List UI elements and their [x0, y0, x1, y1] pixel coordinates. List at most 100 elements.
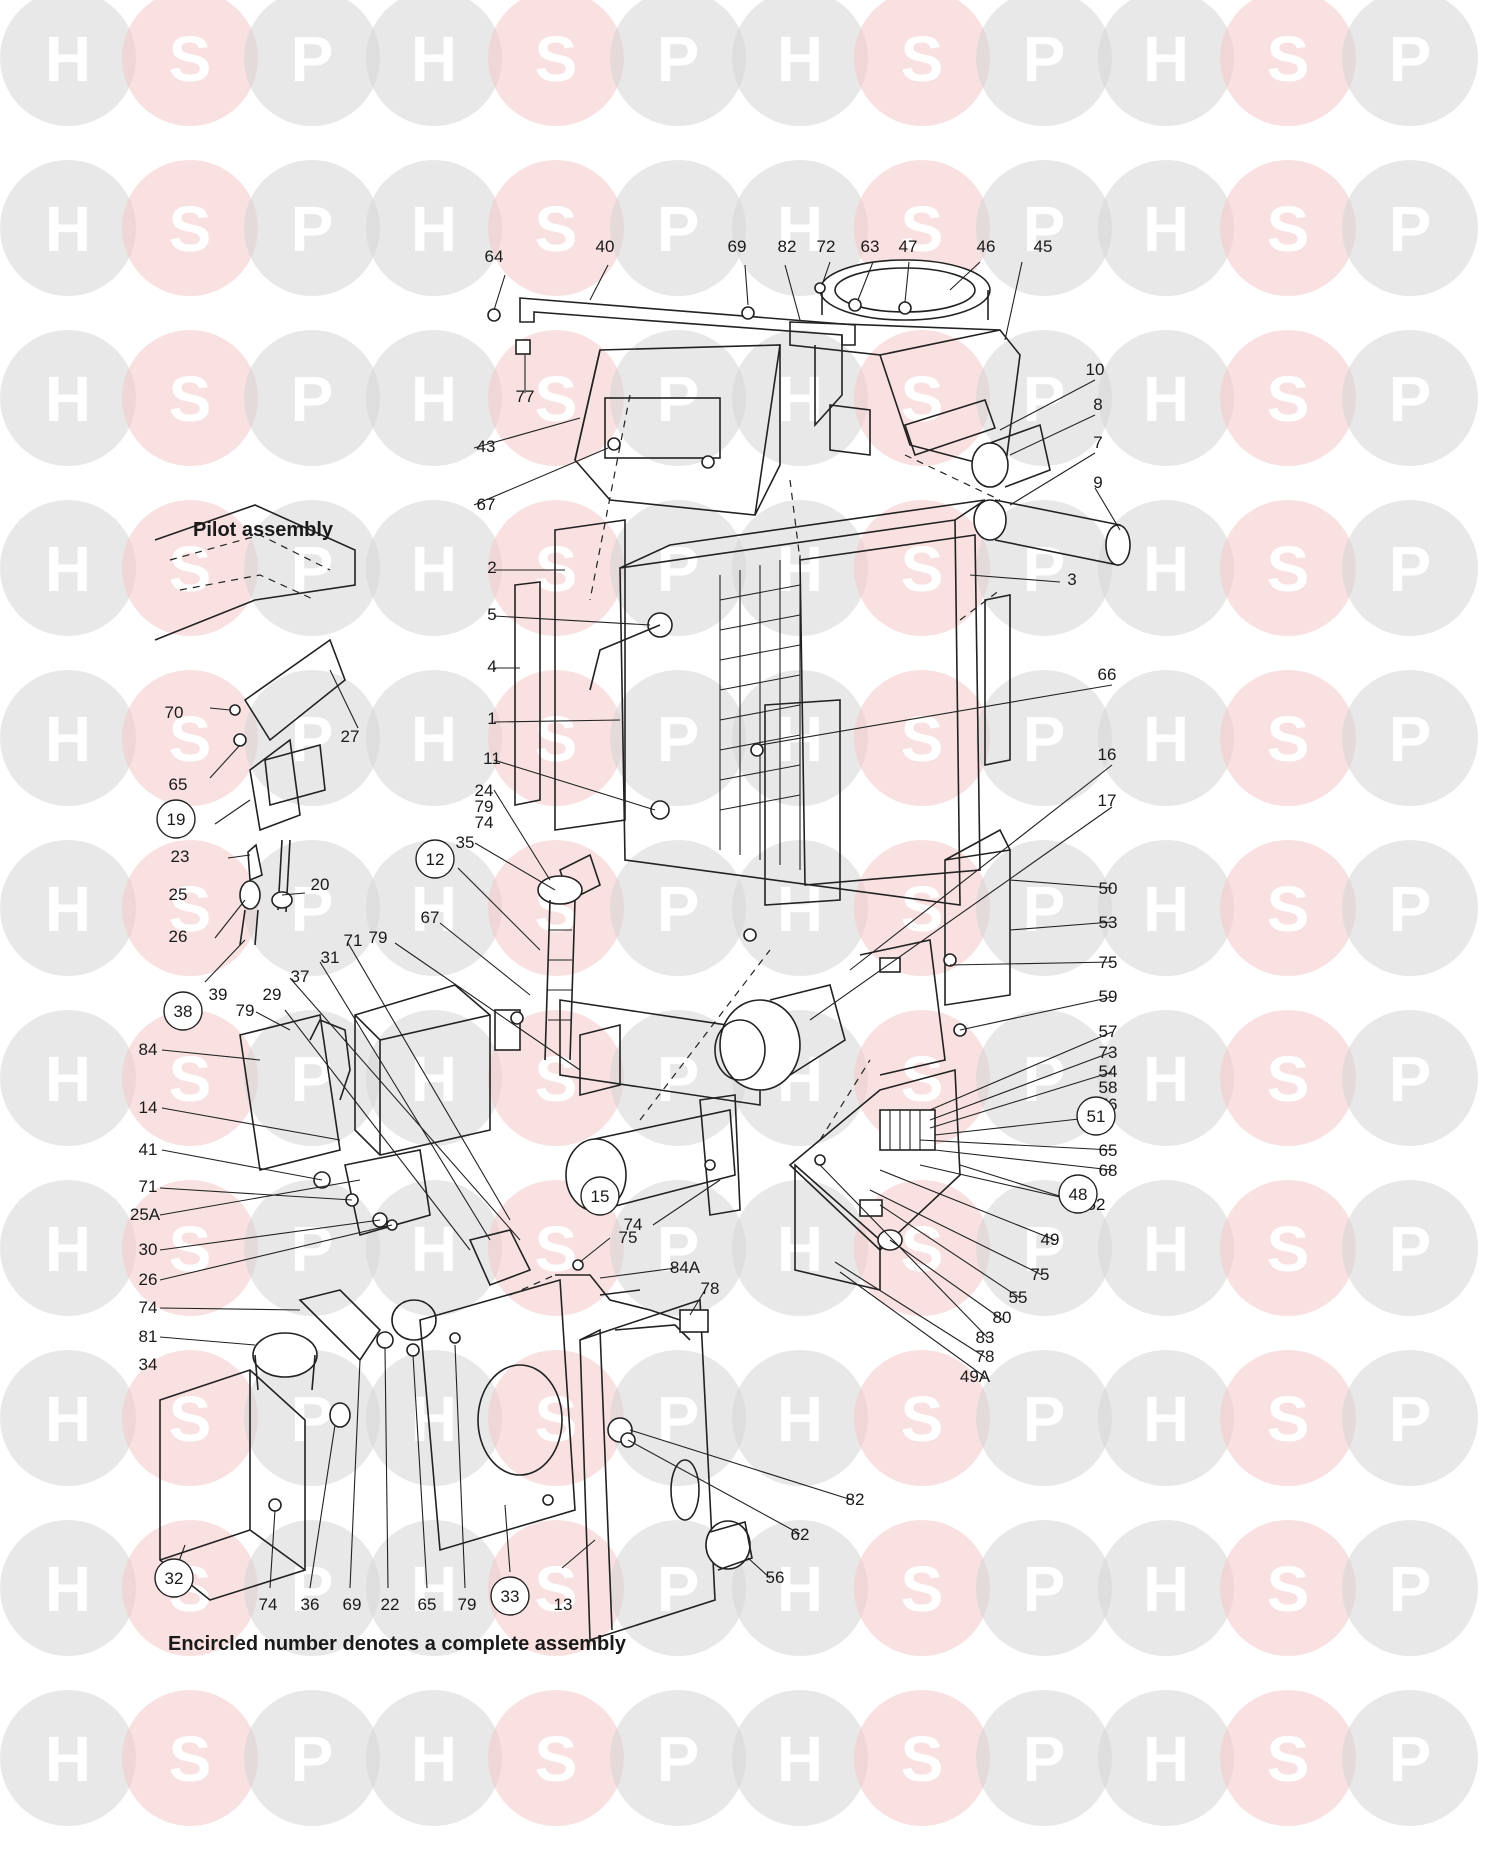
part-label-46: 46	[977, 237, 996, 256]
watermark-letter: P	[657, 1213, 700, 1285]
watermark-circle	[1098, 1520, 1234, 1656]
screw-47-icon	[898, 301, 912, 315]
governor-30	[344, 1149, 431, 1237]
part-label-72: 72	[817, 237, 836, 256]
part-label-67a: 67	[477, 495, 496, 514]
part-label-71a: 71	[344, 931, 363, 950]
assembly-footnote: Encircled number denotes a complete asse…	[168, 1633, 627, 1655]
watermark-letter: P	[1389, 363, 1432, 435]
watermark-letter: H	[777, 1553, 823, 1625]
fin-pattern	[719, 555, 801, 870]
part-label-69a: 69	[728, 237, 747, 256]
watermark-circle	[122, 500, 258, 636]
watermark-letter: S	[169, 23, 212, 95]
part-label-62: 62	[791, 1525, 810, 1544]
watermark-circle	[732, 840, 868, 976]
watermark-circle	[366, 0, 502, 126]
watermark-letter: S	[535, 1723, 578, 1795]
watermark-letter: P	[1023, 1213, 1066, 1285]
part-label-23: 23	[171, 847, 190, 866]
watermark-letter: P	[291, 363, 334, 435]
watermark-circle	[976, 160, 1112, 296]
screw-75-icon	[943, 953, 957, 967]
watermark-circle	[488, 160, 624, 296]
watermark-circle	[244, 1520, 380, 1656]
burner-bracket	[579, 1023, 621, 1097]
watermark-circle	[610, 1010, 746, 1146]
watermark-circle	[1220, 1520, 1356, 1656]
watermark-circle	[1098, 330, 1234, 466]
knob-body	[709, 1520, 753, 1571]
part-label-68: 68	[1099, 1161, 1118, 1180]
watermark-circle	[0, 500, 136, 636]
part-label-49A: 49A	[960, 1367, 991, 1386]
pilot-bracket-19	[249, 738, 301, 832]
watermark-letter: P	[657, 1723, 700, 1795]
watermark-circle	[732, 1180, 868, 1316]
screw-75c-icon	[572, 1259, 584, 1271]
watermark-letter: S	[169, 703, 212, 775]
watermark-circle	[976, 1690, 1112, 1826]
watermark-letter: P	[291, 703, 334, 775]
part-label-79a: 79	[475, 797, 494, 816]
watermark-letter: P	[1389, 703, 1432, 775]
watermark-circle	[1342, 330, 1478, 466]
watermark-letter: P	[657, 703, 700, 775]
watermark-letter: H	[45, 363, 91, 435]
nut-22-icon	[376, 1331, 394, 1349]
burner-plate-74	[699, 1094, 741, 1216]
watermark-letter: S	[169, 1043, 212, 1115]
pilot-hood-pattern	[169, 534, 331, 601]
watermark-letter: H	[45, 1213, 91, 1285]
watermark-circle	[244, 160, 380, 296]
watermark-circle	[1220, 1180, 1356, 1316]
watermark-letter: H	[777, 1213, 823, 1285]
watermark-letter: S	[535, 703, 578, 775]
watermark-letter: S	[901, 873, 944, 945]
watermark-circle	[488, 1690, 624, 1826]
baffle-4	[514, 581, 541, 806]
watermark-letter: P	[1023, 703, 1066, 775]
watermark-letter: P	[1023, 1043, 1066, 1115]
watermark-circle	[1098, 1690, 1234, 1826]
watermark-circle	[366, 1180, 502, 1316]
part-label-82a: 82	[778, 237, 797, 256]
assembly-ring-15	[580, 1176, 620, 1216]
watermark-letter: H	[411, 1043, 457, 1115]
sensor-lead	[589, 624, 661, 691]
watermark-letter: S	[1267, 533, 1310, 605]
watermark-circle	[366, 1010, 502, 1146]
part-label-43: 43	[477, 437, 496, 456]
watermark-letter: H	[45, 873, 91, 945]
watermark-letter: H	[1143, 363, 1189, 435]
watermark-letter: S	[169, 1213, 212, 1285]
watermark-letter: S	[901, 1383, 944, 1455]
assembly-ring-12	[415, 839, 455, 879]
watermark-letter: H	[1143, 193, 1189, 265]
watermark-circle	[1220, 1350, 1356, 1486]
watermark-circle	[854, 670, 990, 806]
watermark-circle	[976, 1520, 1112, 1656]
watermark-letter: S	[169, 533, 212, 605]
part-label-14: 14	[139, 1098, 158, 1117]
watermark-circle	[1342, 1350, 1478, 1486]
side-panel-3	[799, 534, 981, 886]
watermark-letter: H	[1143, 1213, 1189, 1285]
part-label-29: 29	[263, 985, 282, 1004]
watermark-circle	[1098, 500, 1234, 636]
part-label-74d: 74	[259, 1595, 278, 1614]
watermark-letter: P	[1023, 1723, 1066, 1795]
part-label-9: 9	[1093, 473, 1102, 492]
watermark-letter: H	[45, 703, 91, 775]
leader-lines	[159, 261, 1121, 1589]
part-label-78b: 78	[976, 1347, 995, 1366]
watermark-letter: S	[901, 703, 944, 775]
part-label-12: 12	[426, 850, 445, 869]
pilot-assembly-heading: Pilot assembly	[193, 519, 334, 541]
part-label-75b: 75	[619, 1228, 638, 1247]
watermark-letter: P	[291, 1383, 334, 1455]
watermark-letter: S	[535, 533, 578, 605]
part-label-74b: 74	[624, 1215, 643, 1234]
part-label-40: 40	[596, 237, 615, 256]
watermark-circle	[244, 1350, 380, 1486]
